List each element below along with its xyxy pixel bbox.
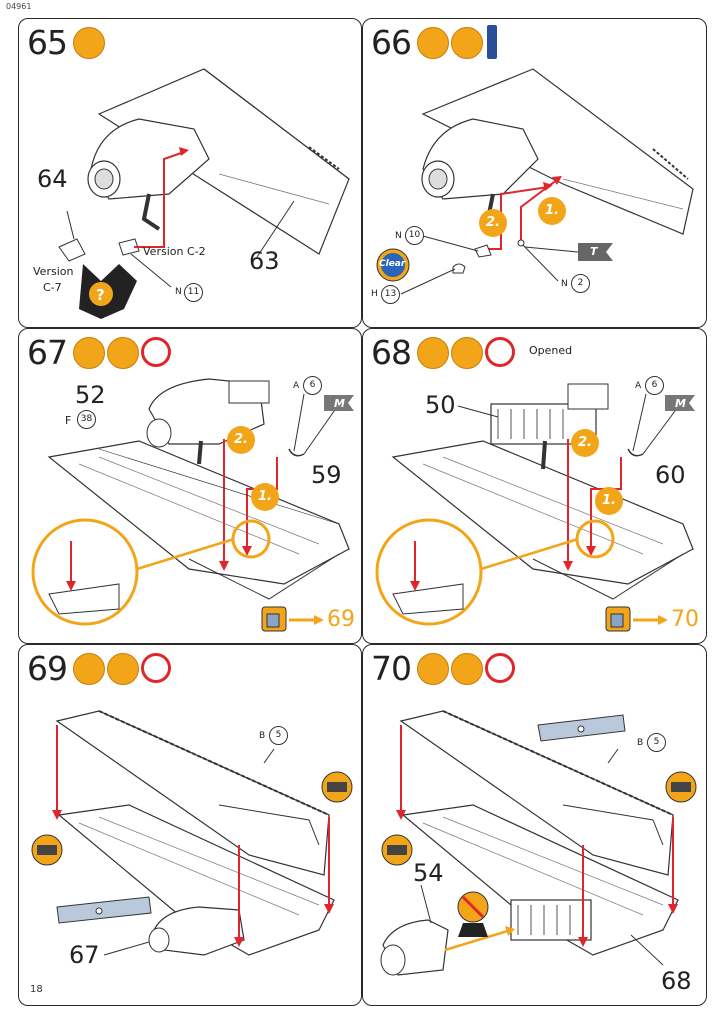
page-number: 18: [30, 984, 43, 995]
part-label-64: 64: [37, 165, 68, 193]
ref-b-letter: B: [637, 738, 644, 748]
step-badge-1: 1.: [538, 197, 566, 225]
wing-engine-drawing: ?: [58, 68, 350, 319]
ref-letter: N: [175, 287, 182, 297]
svg-text:?: ?: [96, 286, 105, 304]
version-c2-label: Version C-2: [143, 245, 206, 258]
wing-engine-drawing: [376, 68, 694, 295]
glue-icon: [107, 653, 139, 685]
panel-step-67: 67 52 F 38 A 6 M 59 2. 1. 69: [18, 328, 362, 644]
ref-b-letter: B: [259, 731, 266, 741]
orange-arrow: [444, 928, 512, 952]
next-step-number: 69: [327, 607, 355, 632]
ref-f-number: 38: [77, 410, 96, 429]
part-label-67: 67: [69, 941, 100, 969]
clock-icon: [141, 337, 171, 367]
opened-label: Opened: [529, 344, 573, 357]
glue-icon: [451, 653, 483, 685]
panel-step-70: 70 B 5 54 68: [362, 644, 707, 1006]
next-step-number: 70: [671, 607, 699, 632]
clock-icon: [485, 337, 515, 367]
clear-glue-tube-icon: [487, 25, 497, 59]
clock-icon: [141, 653, 171, 683]
glue-icon: [73, 27, 105, 59]
glue-icon: [107, 337, 139, 369]
ref-n2-number: 2: [571, 274, 590, 293]
clock-icon: [485, 653, 515, 683]
step-number: 69: [27, 649, 68, 688]
panel-step-68: 68 Opened 50 A 6 M 60 2. 1. 70: [362, 328, 707, 644]
step-number: 70: [371, 649, 412, 688]
step-badge-1: 1.: [251, 483, 279, 511]
step-badge-2: 2.: [479, 209, 507, 237]
flag-t-icon: [578, 243, 613, 261]
step-badge-2: 2.: [227, 426, 255, 454]
flag-m-icon: [665, 395, 695, 411]
ref-n10-letter: N: [395, 231, 402, 241]
part-label-50: 50: [425, 391, 456, 419]
question-icon: [73, 337, 105, 369]
ref-b-number: 5: [647, 733, 666, 752]
wing-engine-drawing: [375, 383, 695, 632]
step-badge-1: 1.: [595, 487, 623, 515]
ref-a-number: 6: [303, 376, 322, 395]
question-icon: [417, 337, 449, 369]
flag-m-label: M: [675, 397, 686, 410]
glue-icon: [451, 337, 483, 369]
question-icon: [73, 653, 105, 685]
wing-assembly-drawing: [380, 710, 697, 976]
ref-number: 11: [184, 283, 203, 302]
panel-step-66: 66 2. 1. N 10 H 13 N 2 Clear T: [362, 18, 707, 328]
ref-h13-letter: H: [371, 289, 378, 299]
flag-m-icon: [324, 395, 354, 411]
ref-a-letter: A: [293, 381, 300, 391]
part-label-59: 59: [311, 461, 342, 489]
version-c7-sub: C-7: [43, 281, 62, 294]
question-icon: [417, 653, 449, 685]
part-label-60: 60: [655, 461, 686, 489]
red-arrow: [134, 151, 185, 248]
ref-a-number: 6: [645, 376, 664, 395]
step-badge-2: 2.: [571, 429, 599, 457]
paint-icon: [451, 27, 483, 59]
ref-n2-letter: N: [561, 279, 568, 289]
part-label-68: 68: [661, 967, 692, 995]
wing-engine-drawing: [31, 378, 354, 632]
step-number: 65: [27, 23, 68, 62]
ref-b-number: 5: [269, 726, 288, 745]
wing-assembly-drawing: [31, 710, 353, 956]
glue-icon: [417, 27, 449, 59]
version-c7-label: Version: [33, 265, 74, 278]
ref-f-letter: F: [65, 414, 72, 427]
clear-badge-label: Clear: [379, 259, 406, 269]
step-number: 66: [371, 23, 412, 62]
panel-step-65: ? 65 63 64 Version C-7 Version C-2 N 11: [18, 18, 362, 328]
step-number: 67: [27, 333, 68, 372]
part-label-52: 52: [75, 381, 106, 409]
part-label-54: 54: [413, 859, 444, 887]
ref-h13-number: 13: [381, 285, 400, 304]
step-number: 68: [371, 333, 412, 372]
flag-t-label: T: [590, 245, 598, 258]
ref-a-letter: A: [635, 381, 642, 391]
part-label-63: 63: [249, 247, 280, 275]
panel-step-69: 69 B 5 67: [18, 644, 362, 1006]
red-arrow-1: [520, 178, 559, 241]
clothespin-icon: [56, 896, 152, 924]
leader-63: [256, 200, 295, 258]
flag-m-label: M: [334, 397, 345, 410]
kit-code: 04961: [6, 2, 32, 11]
ref-n10-number: 10: [405, 226, 424, 245]
